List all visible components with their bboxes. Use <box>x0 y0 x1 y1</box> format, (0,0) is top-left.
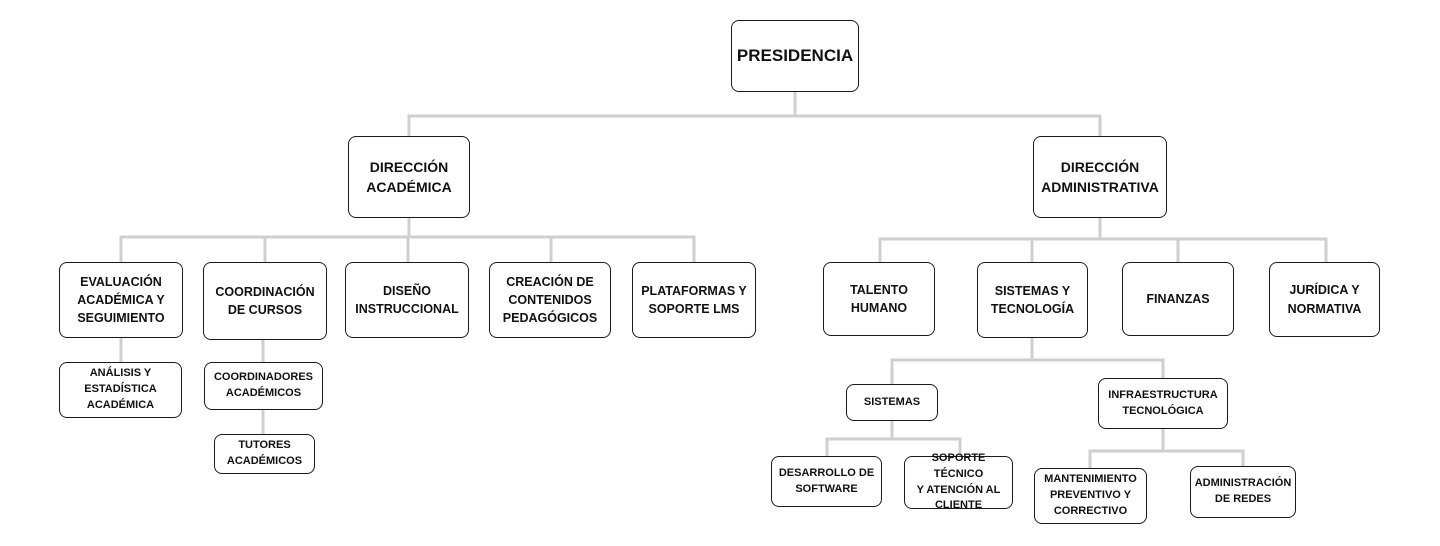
box-administracion-redes: ADMINISTRACIÓN DE REDES <box>1190 466 1296 518</box>
box-finanzas: FINANZAS <box>1122 262 1234 336</box>
box-infraestructura-tecnologica: INFRAESTRUCTURA TECNOLÓGICA <box>1098 378 1228 429</box>
box-plataformas-lms: PLATAFORMAS Y SOPORTE LMS <box>632 262 756 338</box>
box-sistemas-tecnologia: SISTEMAS Y TECNOLOGÍA <box>977 262 1088 338</box>
box-creacion-contenidos: CREACIÓN DE CONTENIDOS PEDAGÓGICOS <box>489 262 611 338</box>
box-coordinacion-cursos: COORDINACIÓN DE CURSOS <box>203 262 327 340</box>
box-direccion-administrativa: DIRECCIÓN ADMINISTRATIVA <box>1033 136 1167 218</box>
box-talento-humano: TALENTO HUMANO <box>823 262 935 336</box>
box-coordinadores-academicos: COORDINADORES ACADÉMICOS <box>204 362 323 410</box>
box-sistemas: SISTEMAS <box>846 384 938 421</box>
box-diseno-instruccional: DISEÑO INSTRUCCIONAL <box>345 262 469 338</box>
box-analisis-estadistica: ANÁLISIS Y ESTADÍSTICA ACADÉMICA <box>59 362 182 418</box>
box-presidencia: PRESIDENCIA <box>731 20 859 92</box>
box-tutores-academicos: TUTORES ACADÉMICOS <box>214 434 315 474</box>
box-direccion-academica: DIRECCIÓN ACADÉMICA <box>348 136 470 218</box>
box-desarrollo-software: DESARROLLO DE SOFTWARE <box>771 456 882 507</box>
box-juridica-normativa: JURÍDICA Y NORMATIVA <box>1269 262 1380 337</box>
box-soporte-tecnico: SOPORTE TÉCNICO Y ATENCIÓN AL CLIENTE <box>904 452 1013 511</box>
box-evaluacion-academica: EVALUACIÓN ACADÉMICA Y SEGUIMIENTO <box>59 262 183 338</box>
box-mantenimiento: MANTENIMIENTO PREVENTIVO Y CORRECTIVO <box>1034 468 1147 524</box>
